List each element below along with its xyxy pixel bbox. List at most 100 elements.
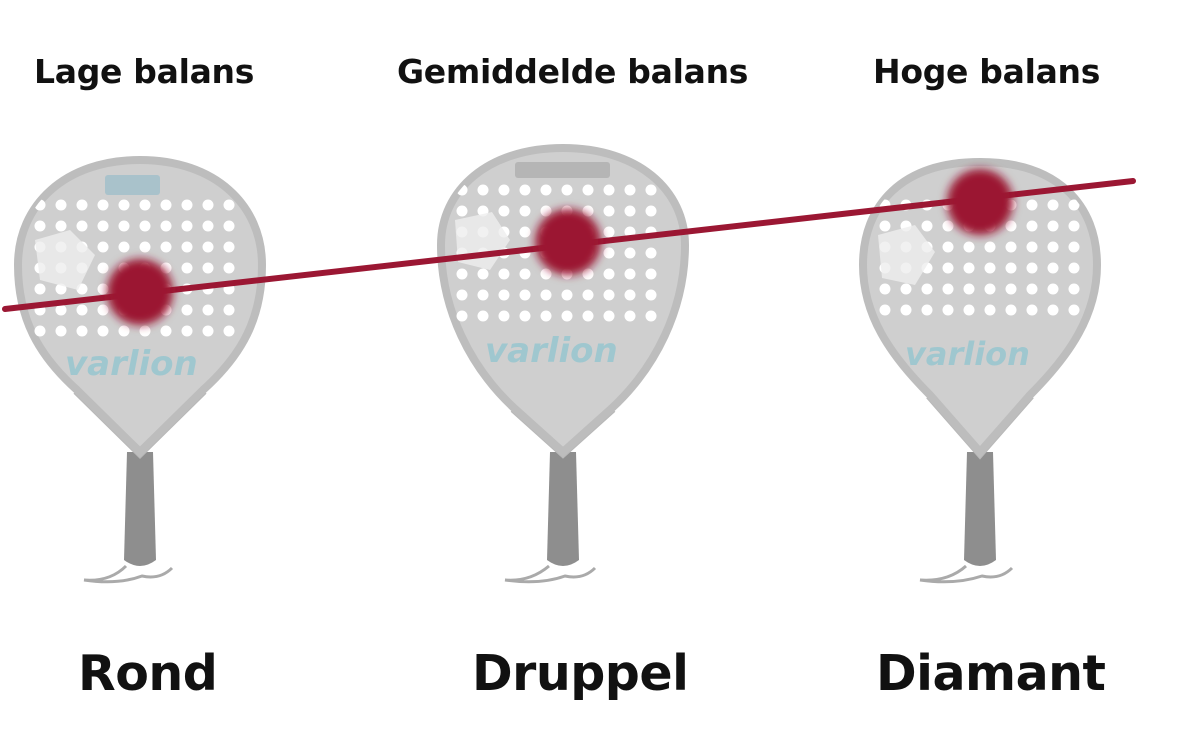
racket-hole: [561, 184, 573, 196]
racket-hole: [55, 325, 67, 337]
racket-hole: [139, 241, 151, 253]
racket-hole: [582, 205, 594, 217]
racket-round-lanyard: [83, 564, 174, 584]
racket-hole: [202, 220, 214, 232]
racket-hole: [645, 268, 657, 280]
racket-round-handle: [124, 452, 156, 566]
racket-hole: [477, 310, 489, 322]
racket-hole: [118, 199, 130, 211]
racket-hole: [223, 199, 235, 211]
racket-hole: [55, 199, 67, 211]
racket-hole: [519, 310, 531, 322]
racket-hole: [118, 241, 130, 253]
racket-hole: [76, 199, 88, 211]
racket-hole: [540, 289, 552, 301]
racket-hole: [223, 304, 235, 316]
racket-hole: [202, 241, 214, 253]
racket-hole: [34, 325, 46, 337]
balance-label-low: Lage balans: [34, 52, 255, 91]
racket-hole: [1068, 241, 1080, 253]
racket-hole: [456, 268, 468, 280]
racket-hole: [160, 241, 172, 253]
racket-hole: [603, 226, 615, 238]
balance-marker-teardrop: [535, 209, 601, 275]
racket-diamond-lanyard: [919, 564, 1014, 584]
racket-hole: [582, 268, 594, 280]
balance-label-high: Hoge balans: [873, 52, 1101, 91]
racket-hole: [1047, 241, 1059, 253]
racket-hole: [1026, 199, 1038, 211]
racket-hole: [900, 283, 912, 295]
racket-hole: [118, 325, 130, 337]
racket-hole: [456, 310, 468, 322]
racket-diamond-brand: varlion: [905, 335, 1030, 373]
racket-teardrop-brand: varlion: [485, 331, 618, 371]
racket-hole: [1005, 262, 1017, 274]
racket-hole: [97, 220, 109, 232]
racket-hole: [202, 199, 214, 211]
racket-hole: [645, 310, 657, 322]
racket-hole: [624, 310, 636, 322]
racket-hole: [139, 199, 151, 211]
racket-teardrop-head: [436, 143, 690, 458]
shape-label-diamond: Diamant: [876, 645, 1106, 702]
racket-hole: [624, 268, 636, 280]
racket-hole: [624, 289, 636, 301]
balance-label-medium: Gemiddelde balans: [397, 52, 749, 91]
racket-hole: [921, 304, 933, 316]
racket-teardrop-handle: [547, 452, 579, 566]
racket-hole: [1047, 283, 1059, 295]
racket-hole: [97, 304, 109, 316]
racket-hole: [1026, 262, 1038, 274]
racket-hole: [181, 220, 193, 232]
racket-hole: [97, 199, 109, 211]
racket-hole: [223, 241, 235, 253]
racket-hole: [1068, 262, 1080, 274]
racket-diamond-graphic: [878, 225, 935, 285]
racket-hole: [603, 268, 615, 280]
racket-hole: [519, 226, 531, 238]
racket-hole: [582, 184, 594, 196]
racket-hole: [879, 304, 891, 316]
racket-hole: [624, 247, 636, 259]
racket-hole: [519, 184, 531, 196]
racket-hole: [645, 205, 657, 217]
racket-hole: [603, 184, 615, 196]
racket-hole: [1005, 283, 1017, 295]
racket-hole: [963, 304, 975, 316]
balance-marker-diamond: [947, 169, 1013, 235]
racket-hole: [1068, 283, 1080, 295]
racket-hole: [181, 325, 193, 337]
shape-label-teardrop: Druppel: [472, 645, 689, 702]
racket-round: varlion: [13, 155, 267, 584]
racket-hole: [984, 283, 996, 295]
racket-hole: [540, 184, 552, 196]
racket-hole: [1047, 199, 1059, 211]
balance-marker-round: [107, 259, 173, 325]
racket-hole: [645, 289, 657, 301]
racket-hole: [963, 262, 975, 274]
racket-hole: [963, 241, 975, 253]
racket-hole: [498, 184, 510, 196]
racket-hole: [97, 325, 109, 337]
racket-hole: [477, 289, 489, 301]
racket-hole: [477, 184, 489, 196]
racket-hole: [603, 205, 615, 217]
racket-hole: [942, 304, 954, 316]
racket-hole: [202, 262, 214, 274]
racket-hole: [139, 220, 151, 232]
racket-hole: [76, 220, 88, 232]
racket-round-brand: varlion: [65, 344, 198, 384]
racket-hole: [223, 325, 235, 337]
racket-hole: [645, 247, 657, 259]
racket-hole: [984, 304, 996, 316]
racket-hole: [603, 310, 615, 322]
racket-hole: [97, 241, 109, 253]
racket-hole: [97, 262, 109, 274]
racket-hole: [540, 205, 552, 217]
racket-hole: [519, 268, 531, 280]
racket-hole: [624, 205, 636, 217]
racket-hole: [603, 289, 615, 301]
racket-hole: [942, 241, 954, 253]
racket-hole: [582, 310, 594, 322]
